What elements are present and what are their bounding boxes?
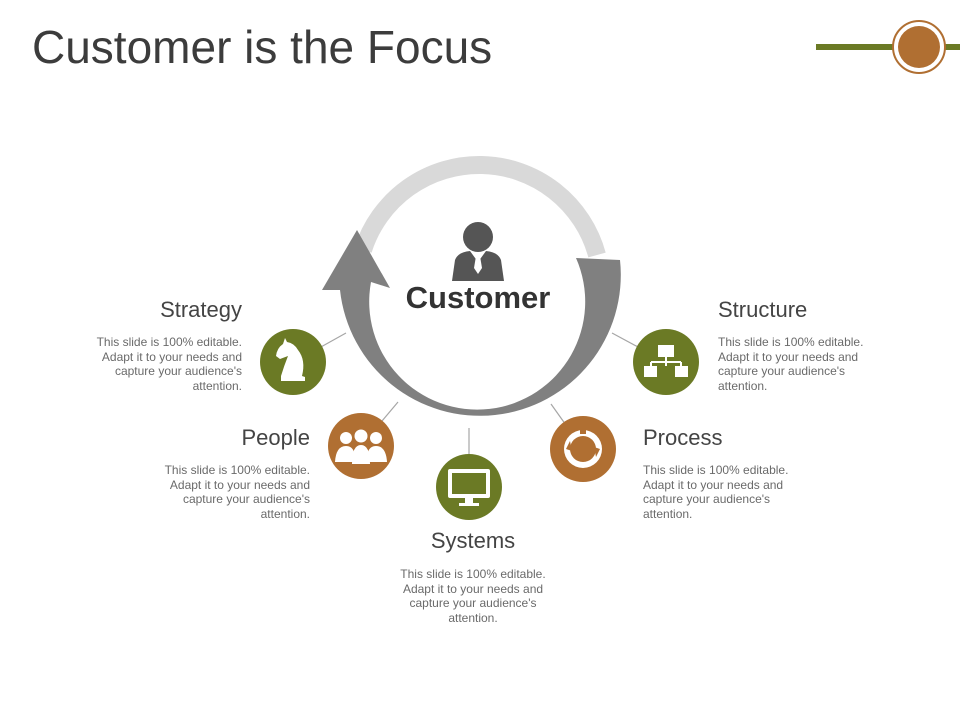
ring-arrow <box>322 230 621 416</box>
systems-title: Systems <box>430 528 516 553</box>
chess-knight-icon <box>276 338 305 381</box>
structure-title: Structure <box>718 297 808 322</box>
org-chart-icon <box>644 345 688 377</box>
ring-light-arc <box>354 155 606 258</box>
strategy-title: Strategy <box>160 297 242 322</box>
process-description: This slide is 100% editable. Adapt it to… <box>643 463 789 521</box>
process-title: Process <box>643 425 723 450</box>
center-label: Customer <box>405 280 551 315</box>
people-title: People <box>241 425 310 450</box>
team-people-icon <box>335 429 387 464</box>
decorative-dot <box>898 26 940 68</box>
strategy-description: This slide is 100% editable. Adapt it to… <box>96 335 242 393</box>
people-description: This slide is 100% editable. Adapt it to… <box>164 463 310 521</box>
computer-monitor-icon <box>448 469 490 506</box>
systems-description: This slide is 100% editable. Adapt it to… <box>400 567 546 625</box>
cycle-process-icon <box>564 428 602 468</box>
decorative-line <box>816 44 960 50</box>
page-title: Customer is the Focus <box>32 21 493 73</box>
structure-description: This slide is 100% editable. Adapt it to… <box>718 335 864 393</box>
businessman-icon <box>452 222 504 281</box>
